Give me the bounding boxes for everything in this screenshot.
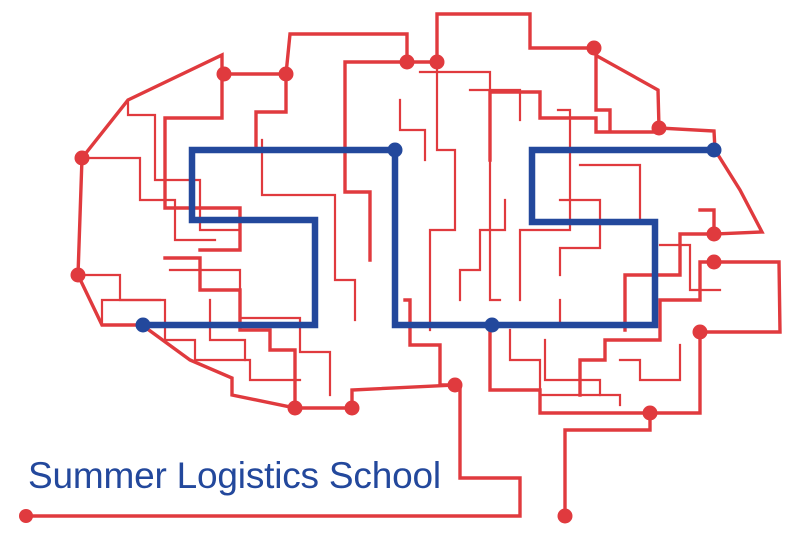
letter-s-left (139, 146, 399, 329)
school-name: Summer Logistics School (28, 455, 441, 496)
circuit-traces (76, 46, 722, 415)
sls-letters (139, 146, 718, 329)
letter-l (391, 146, 496, 329)
brain-outline (24, 12, 782, 518)
red-station-dots (19, 40, 722, 524)
blue-station-dots (135, 142, 722, 333)
letter-s-right (488, 146, 718, 329)
